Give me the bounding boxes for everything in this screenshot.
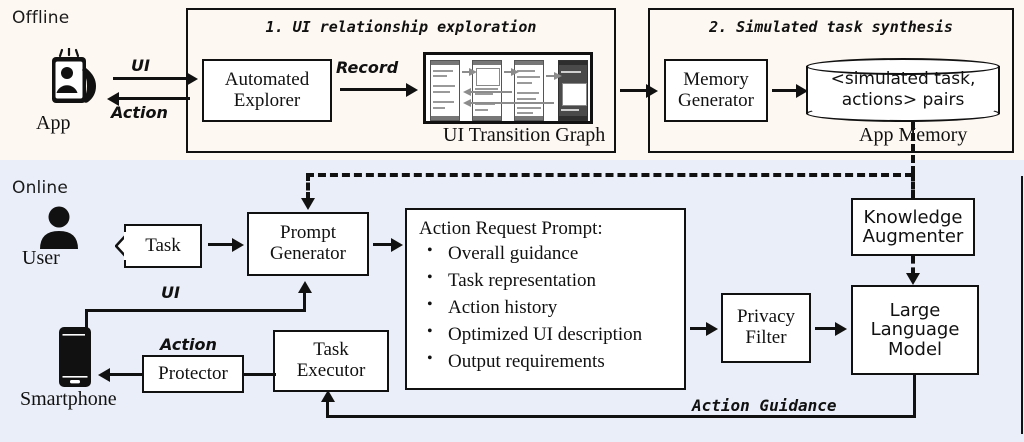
arrow-prompt-to-privacyfilter <box>690 327 708 330</box>
edge-label-action-online: Action <box>160 335 217 354</box>
feedback-line-head <box>321 390 335 402</box>
cylinder-top <box>806 58 1000 75</box>
ui-transition-graph-panel <box>423 52 593 124</box>
arrow-task-to-promptgen <box>208 243 234 246</box>
automated-explorer-node[interactable]: Automated Explorer <box>202 59 332 122</box>
stage2-frame: 2. Simulated task synthesis <box>648 8 1014 153</box>
ui-line-phone-up <box>85 309 88 337</box>
list-item: Optimized UI description <box>417 321 676 349</box>
user-caption: User <box>22 247 60 269</box>
arrow-prompt-to-privacyfilter-head <box>706 322 718 336</box>
app-memory-label: <simulated task, actions> pairs <box>830 69 976 110</box>
arrow-app-to-explorer-head <box>186 72 198 86</box>
line-executor-to-protector <box>244 373 276 376</box>
offline-region-label: Offline <box>12 8 70 28</box>
arrow-memgen-to-appmemory <box>772 89 798 92</box>
ui-screen-thumbnail <box>472 60 502 121</box>
ui-screen-thumbnail <box>558 60 588 121</box>
feedback-line-horizontal <box>326 415 916 418</box>
arrow-explorer-to-app-head <box>107 92 119 106</box>
graph-transition-arrow <box>463 99 554 107</box>
graph-transition-arrow <box>462 68 477 76</box>
knowledge-augmenter-label: Knowledge Augmenter <box>862 206 964 247</box>
privacy-filter-node[interactable]: Privacy Filter <box>721 293 811 363</box>
ui-transition-graph-caption: UI Transition Graph <box>443 124 606 146</box>
task-label: Task <box>124 224 202 268</box>
online-region-right-border <box>1021 176 1023 434</box>
action-request-prompt-content: Action Request Prompt: Overall guidance … <box>417 216 676 376</box>
app-caption: App <box>36 112 71 134</box>
memory-generator-label: Memory Generator <box>678 68 754 111</box>
edge-label-action-offline: Action <box>111 103 168 122</box>
graph-transition-arrow <box>546 72 562 80</box>
ui-screen-thumbnail <box>430 60 460 121</box>
privacy-filter-label: Privacy Filter <box>736 306 796 348</box>
feedback-line-llm-down <box>913 373 916 418</box>
arrow-protector-to-smartphone <box>108 373 144 376</box>
edge-label-action-guidance: Action Guidance <box>692 396 837 415</box>
arrow-protector-to-smartphone-head <box>98 368 110 382</box>
edge-label-ui-online: UI <box>161 283 180 302</box>
knowledge-augmenter-node[interactable]: Knowledge Augmenter <box>851 198 975 256</box>
edge-label-record: Record <box>336 58 399 77</box>
arrow-privacyfilter-to-llm <box>815 327 837 330</box>
list-item: Task representation <box>417 267 676 295</box>
arrow-promptgen-to-prompt <box>373 243 393 246</box>
action-request-prompt-list: Overall guidance Task representation Act… <box>417 240 676 376</box>
arrow-stage1-to-stage2 <box>620 89 648 92</box>
dashed-to-knowledge-augmenter <box>911 173 915 198</box>
dashed-augmenter-to-llm <box>911 256 915 275</box>
arrow-explorer-to-graph-head <box>406 83 418 97</box>
dashed-augmenter-to-llm-head <box>906 273 920 285</box>
automated-explorer-label: Automated Explorer <box>224 68 310 111</box>
cylinder-bottom <box>806 105 1000 122</box>
user-person-icon <box>36 205 82 249</box>
app-memory-datastore[interactable]: <simulated task, actions> pairs <box>806 58 1000 122</box>
graph-transition-arrow <box>504 68 519 76</box>
list-item: Action history <box>417 294 676 322</box>
edge-label-ui-offline: UI <box>131 56 150 75</box>
arrow-explorer-to-app <box>118 97 190 100</box>
app-phone-person-icon <box>42 47 104 110</box>
stage1-title: 1. UI relationship exploration <box>265 18 537 36</box>
arrow-stage1-to-stage2-head <box>646 84 658 98</box>
protector-label: Protector <box>158 362 228 384</box>
ui-line-up-to-promptgen <box>303 292 306 311</box>
ui-line-horizontal <box>85 309 306 312</box>
arrow-task-to-promptgen-head <box>232 238 244 252</box>
prompt-generator-node[interactable]: Prompt Generator <box>247 212 369 276</box>
task-executor-label: Task Executor <box>296 339 366 381</box>
arrow-privacyfilter-to-llm-head <box>835 322 847 336</box>
feedback-line-up-to-executor <box>326 400 329 417</box>
graph-transition-arrow <box>463 88 512 96</box>
callout-tail-icon <box>115 232 129 260</box>
memory-generator-node[interactable]: Memory Generator <box>664 59 768 122</box>
prompt-generator-label: Prompt Generator <box>270 222 346 264</box>
dashed-to-prompt-generator-head <box>301 198 315 210</box>
protector-node[interactable]: Protector <box>142 355 244 393</box>
dashed-memory-bus <box>306 173 913 177</box>
stage2-title: 2. Simulated task synthesis <box>709 18 953 36</box>
smartphone-icon <box>55 325 95 389</box>
task-executor-node[interactable]: Task Executor <box>273 330 389 392</box>
ui-line-head <box>298 281 312 293</box>
arrow-promptgen-to-prompt-head <box>391 238 403 252</box>
action-request-prompt-heading: Action Request Prompt: <box>419 218 603 239</box>
action-request-prompt-node[interactable]: Action Request Prompt: Overall guidance … <box>405 208 686 390</box>
arrow-app-to-explorer <box>113 77 188 80</box>
list-item: Overall guidance <box>417 240 676 268</box>
ui-screen-thumbnail <box>514 60 544 121</box>
arrow-memgen-to-appmemory-head <box>796 84 808 98</box>
list-item: Output requirements <box>417 348 676 376</box>
arrow-explorer-to-graph <box>340 88 408 91</box>
smartphone-caption: Smartphone <box>20 388 117 410</box>
large-language-model-label: Large Language Model <box>870 299 960 360</box>
task-callout[interactable]: Task <box>115 224 202 268</box>
online-region-label: Online <box>12 178 69 198</box>
large-language-model-node[interactable]: Large Language Model <box>851 285 979 375</box>
dashed-appmemory-down <box>911 122 915 174</box>
dashed-to-prompt-generator <box>306 173 310 200</box>
